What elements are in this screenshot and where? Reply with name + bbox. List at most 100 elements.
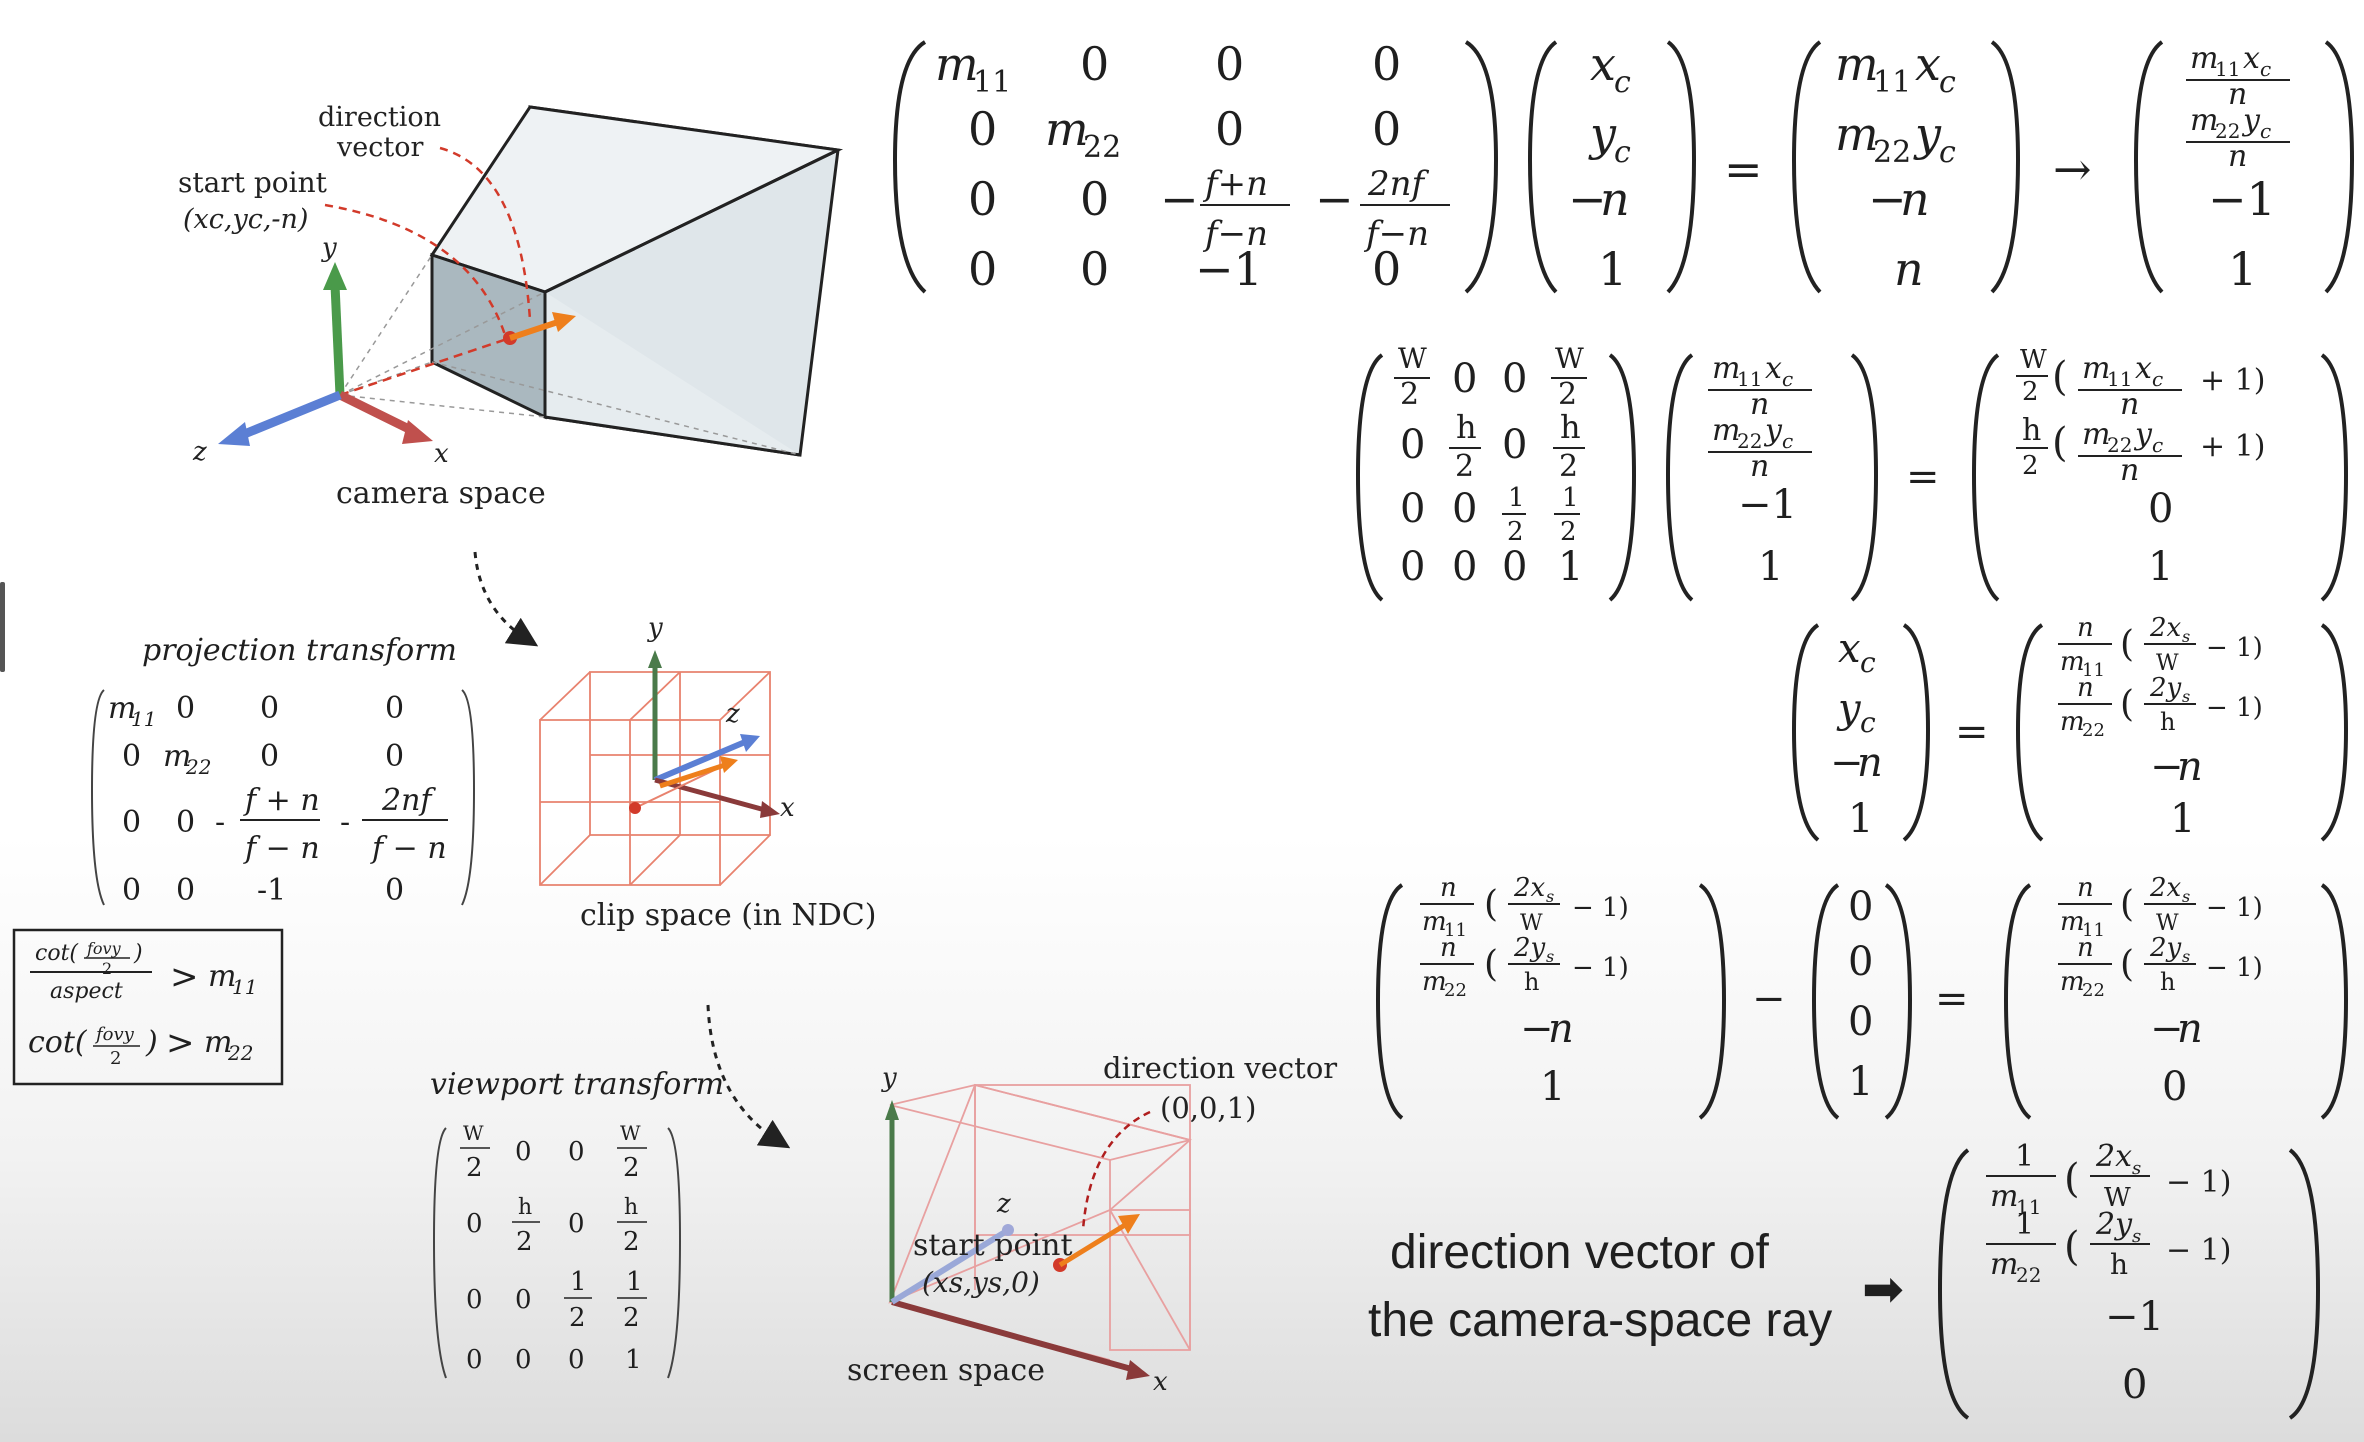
svg-text:n: n xyxy=(1600,172,1630,226)
screen-direction-value: (0,0,1) xyxy=(1160,1091,1256,1125)
svg-text:cot(: cot( xyxy=(35,941,78,966)
svg-text:0: 0 xyxy=(1215,37,1244,91)
svg-text:2x: 2x xyxy=(1513,873,1546,903)
svg-text:2x: 2x xyxy=(2095,1139,2132,1174)
svg-text:x: x xyxy=(1838,626,1861,672)
svg-text:0: 0 xyxy=(1215,102,1244,156)
screen-z-label: z xyxy=(996,1189,1011,1219)
svg-text:0: 0 xyxy=(1452,544,1477,590)
svg-text:1: 1 xyxy=(1848,796,1873,842)
svg-text:W: W xyxy=(1520,911,1543,936)
svg-text:2y: 2y xyxy=(2149,933,2182,963)
scrollbar-handle[interactable] xyxy=(0,582,5,672)
svg-text:>: > xyxy=(166,1023,195,1063)
svg-text:c: c xyxy=(1782,367,1793,391)
svg-text:W: W xyxy=(1555,342,1584,375)
svg-text:0: 0 xyxy=(968,172,997,226)
svg-text:0: 0 xyxy=(466,1345,483,1375)
svg-text:W: W xyxy=(463,1121,484,1145)
clip-x-axis xyxy=(654,777,766,813)
svg-text:0: 0 xyxy=(1848,999,1873,1045)
svg-text:m: m xyxy=(1835,37,1879,91)
svg-text:n: n xyxy=(2177,744,2203,790)
svg-text:2: 2 xyxy=(102,959,112,978)
svg-text:0: 0 xyxy=(1400,486,1425,532)
screen-start-label: start point xyxy=(913,1228,1073,1263)
svg-text:(: ( xyxy=(2120,684,2134,725)
svg-text:2: 2 xyxy=(110,1048,121,1069)
svg-text:−: − xyxy=(2150,744,2184,790)
svg-text:0: 0 xyxy=(1080,172,1109,226)
svg-text:h: h xyxy=(2160,708,2175,736)
svg-text:W: W xyxy=(2156,651,2179,676)
svg-text:): ) xyxy=(145,1025,158,1060)
screen-direction-arrow xyxy=(1058,1222,1127,1268)
camera-y-axis xyxy=(330,284,345,396)
svg-text:1: 1 xyxy=(2015,1207,2034,1242)
svg-text:y: y xyxy=(1836,686,1862,732)
svg-text:0: 0 xyxy=(1080,37,1109,91)
svg-text:11: 11 xyxy=(2082,920,2105,941)
svg-text:c: c xyxy=(1614,65,1631,100)
svg-text:c: c xyxy=(1860,646,1876,679)
svg-text:−1: −1 xyxy=(2208,172,2276,226)
svg-text:h: h xyxy=(624,1195,638,1220)
svg-text:m: m xyxy=(204,1025,232,1060)
svg-text:0: 0 xyxy=(122,739,141,774)
svg-text:(: ( xyxy=(2120,624,2134,665)
svg-text:m: m xyxy=(2082,351,2110,386)
svg-text:c: c xyxy=(1939,65,1956,100)
svg-text:W: W xyxy=(620,1121,641,1145)
svg-text:1: 1 xyxy=(2148,544,2173,590)
svg-text:0: 0 xyxy=(385,691,404,726)
clip-y-label: y xyxy=(647,613,663,643)
svg-text:22: 22 xyxy=(1444,980,1467,1001)
svg-text:− 1): − 1) xyxy=(2166,1233,2231,1268)
clip-space-label: clip space (in NDC) xyxy=(580,898,876,933)
svg-text:0: 0 xyxy=(2122,1362,2147,1408)
svg-text:-: - xyxy=(340,805,350,840)
svg-text:22: 22 xyxy=(2016,1263,2041,1287)
svg-text:x: x xyxy=(1590,37,1616,91)
svg-text:22: 22 xyxy=(1083,130,1121,165)
clip-start-point xyxy=(629,802,641,814)
svg-text:n: n xyxy=(1750,449,1769,484)
svg-text:n: n xyxy=(1750,387,1769,422)
projection-transform-label: projection transform xyxy=(142,633,457,668)
svg-text:− 1): − 1) xyxy=(1572,953,1629,983)
svg-text:f+n: f+n xyxy=(1202,164,1268,204)
svg-text:m: m xyxy=(1422,967,1447,997)
svg-text:− 1): − 1) xyxy=(2206,693,2263,723)
screen-x-label: x xyxy=(1153,1367,1168,1397)
screen-direction-label: direction vector xyxy=(1103,1051,1337,1085)
svg-text:(: ( xyxy=(2052,420,2068,466)
camera-direction-arrow xyxy=(509,319,559,341)
svg-text:m: m xyxy=(2060,707,2085,737)
svg-text:n: n xyxy=(2120,387,2139,422)
svg-text:0: 0 xyxy=(2148,486,2173,532)
camera-space-label: camera space xyxy=(336,476,546,511)
svg-text:h: h xyxy=(1456,408,1477,446)
svg-text:11: 11 xyxy=(2082,660,2105,681)
svg-text:s: s xyxy=(2182,947,2190,966)
screen-start-value: (xs,ys,0) xyxy=(922,1266,1040,1299)
svg-text:2y: 2y xyxy=(2095,1207,2133,1242)
svg-text:−: − xyxy=(1160,172,1199,226)
svg-text:c: c xyxy=(2260,119,2271,143)
svg-text:+ 1): + 1) xyxy=(2200,429,2265,464)
svg-text:f−n: f−n xyxy=(1202,214,1268,254)
clip-space-figure: y z x clip space (in NDC) xyxy=(539,613,876,1149)
svg-text:1: 1 xyxy=(2170,796,2195,842)
svg-text:− 1): − 1) xyxy=(2206,633,2263,663)
svg-text:m: m xyxy=(2190,103,2218,138)
svg-text:0: 0 xyxy=(1502,544,1527,590)
svg-text:0: 0 xyxy=(1848,939,1873,985)
svg-text:22: 22 xyxy=(1873,135,1911,170)
svg-text:f−n: f−n xyxy=(1363,214,1429,254)
svg-text:x: x xyxy=(2243,41,2260,76)
svg-text:c: c xyxy=(1782,429,1793,453)
svg-text:c: c xyxy=(2152,433,2163,457)
svg-text:11: 11 xyxy=(2215,57,2240,81)
